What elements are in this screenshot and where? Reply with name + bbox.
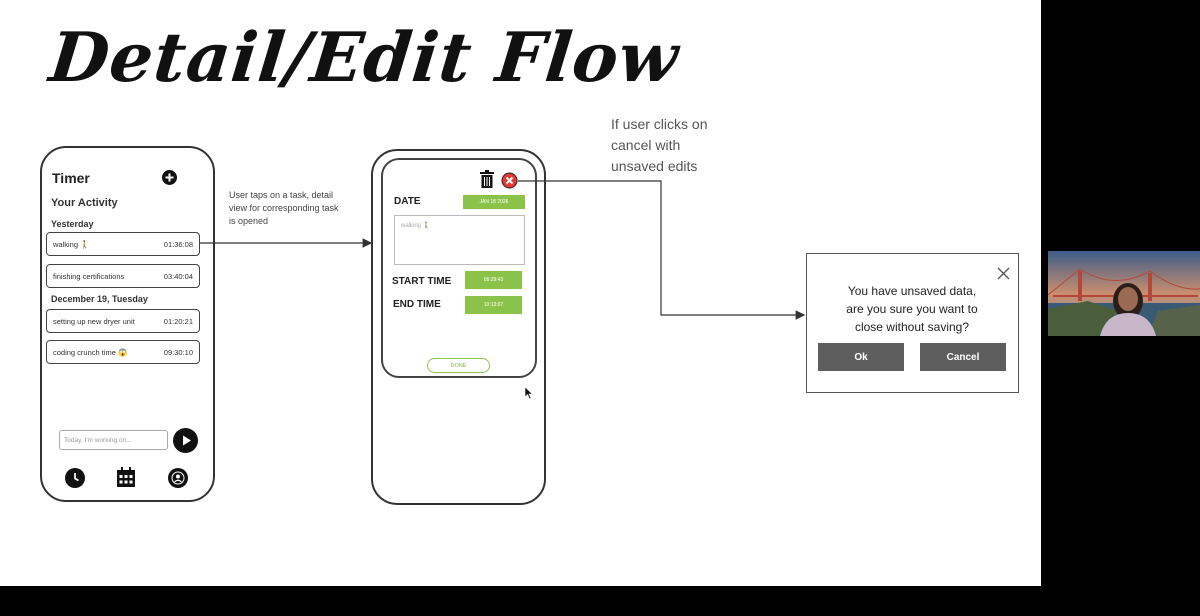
dialog-cancel-button[interactable]: Cancel [920, 343, 1006, 371]
task-row[interactable]: finishing certifications 03:40:04 [46, 264, 200, 288]
annotation-line: view for corresponding task [229, 203, 339, 213]
detail-card [381, 158, 537, 378]
annotation-tap-task: User taps on a task, detail view for cor… [229, 189, 339, 228]
dialog-ok-button[interactable]: Ok [818, 343, 904, 371]
task-name: coding crunch time 😱 [53, 347, 128, 357]
participant-panel [1041, 0, 1200, 586]
dialog-message-line: are you sure you want to [846, 302, 978, 316]
end-time-value[interactable]: 10:13:07 [465, 296, 522, 314]
flow-arrows [200, 180, 806, 320]
bottom-bar [0, 586, 1200, 616]
start-time-label: START TIME [392, 276, 452, 287]
task-time: 01:20:21 [163, 316, 193, 326]
annotation-line: unsaved edits [611, 158, 698, 174]
profile-icon[interactable] [168, 468, 188, 488]
task-time: 09:30:10 [163, 347, 193, 357]
dialog-message-line: You have unsaved data, [847, 284, 977, 298]
activity-input[interactable]: Today, I'm working on... [59, 430, 168, 450]
task-name: finishing certifications [53, 271, 125, 281]
task-row[interactable]: setting up new dryer unit 01:20:21 [46, 309, 200, 333]
end-time-label: END TIME [393, 299, 441, 310]
activity-input-placeholder: Today, I'm working on... [64, 436, 132, 444]
calendar-icon[interactable] [116, 467, 136, 488]
done-button[interactable]: DONE [427, 358, 490, 373]
date-value[interactable]: JAN 18 2026 [463, 195, 525, 209]
play-icon[interactable] [173, 428, 198, 453]
app-title: Timer [52, 170, 90, 186]
section-title: Your Activity [51, 197, 118, 209]
task-row[interactable]: walking 🚶 01:36:08 [46, 232, 200, 256]
mouse-cursor-icon [524, 386, 534, 400]
slide-canvas: Detail/Edit Flow Timer Your Activity Yes… [0, 0, 1041, 586]
start-time-value[interactable]: 08:29:43 [465, 271, 522, 289]
notes-field[interactable]: walking 🚶 [394, 215, 525, 265]
annotation-line: is opened [229, 216, 269, 226]
done-label: DONE [450, 362, 467, 369]
dialog-message-line: close without saving? [854, 320, 970, 334]
task-row[interactable]: coding crunch time 😱 09:30:10 [46, 340, 200, 364]
task-time: 01:36:08 [163, 239, 193, 249]
trash-icon[interactable] [479, 170, 495, 188]
annotation-line: If user clicks on [611, 116, 708, 132]
task-time: 03:40:04 [163, 271, 193, 281]
annotation-cancel-unsaved: If user clicks on cancel with unsaved ed… [611, 114, 707, 177]
dialog-close-icon[interactable] [997, 267, 1010, 280]
annotation-line: cancel with [611, 137, 681, 153]
dialog-message: You have unsaved data, are you sure you … [816, 282, 1008, 336]
clock-icon[interactable] [65, 468, 85, 488]
participant-video-tile[interactable] [1048, 251, 1200, 336]
task-name: setting up new dryer unit [53, 316, 135, 326]
group-december-19: December 19, Tuesday [51, 294, 148, 304]
task-name: walking 🚶 [53, 239, 90, 249]
add-icon[interactable] [162, 170, 177, 185]
cancel-icon[interactable] [501, 172, 518, 189]
notes-value: walking 🚶 [401, 223, 431, 229]
arrow-cancel-to-dialog [518, 180, 806, 320]
group-yesterday: Yesterday [51, 219, 94, 229]
date-label: DATE [394, 196, 421, 207]
annotation-line: User taps on a task, detail [229, 190, 334, 200]
